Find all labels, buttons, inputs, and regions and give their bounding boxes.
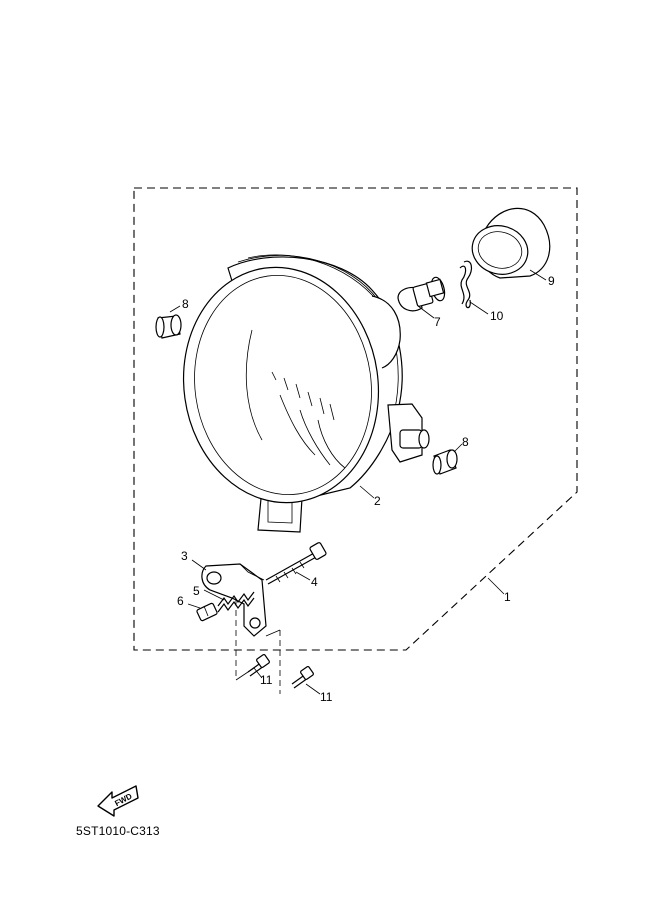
forward-direction-arrow: FWD [97, 785, 139, 817]
dust-cover [471, 207, 551, 279]
callout-8-right: 8 [462, 435, 469, 449]
headlight-unit [182, 254, 430, 533]
bolt-lower [291, 666, 314, 689]
bolt-upper [247, 654, 270, 677]
screw-alignment-dashes [235, 600, 281, 694]
leader-lines [169, 269, 547, 695]
callout-8-left: 8 [182, 297, 189, 311]
callout-11-upper: 11 [260, 673, 273, 687]
callout-11-lower: 11 [320, 690, 333, 704]
callout-3: 3 [181, 549, 188, 563]
mounting-bracket [201, 563, 267, 637]
callout-1: 1 [504, 590, 511, 604]
callout-5: 5 [193, 584, 200, 598]
adjust-screw [265, 542, 327, 585]
callout-7: 7 [434, 315, 441, 329]
bushing-left [155, 314, 182, 339]
bushing-right [432, 449, 458, 475]
drawing-code: 5ST1010-C313 [76, 824, 160, 838]
callout-4: 4 [311, 575, 318, 589]
bulb [397, 276, 446, 312]
callout-6: 6 [177, 594, 184, 608]
bulb-clip [459, 260, 473, 309]
adjust-nut [196, 602, 218, 622]
callout-2: 2 [374, 494, 381, 508]
callout-9: 9 [548, 274, 555, 288]
callout-10: 10 [490, 309, 504, 323]
assembly-boundary [133, 187, 578, 651]
